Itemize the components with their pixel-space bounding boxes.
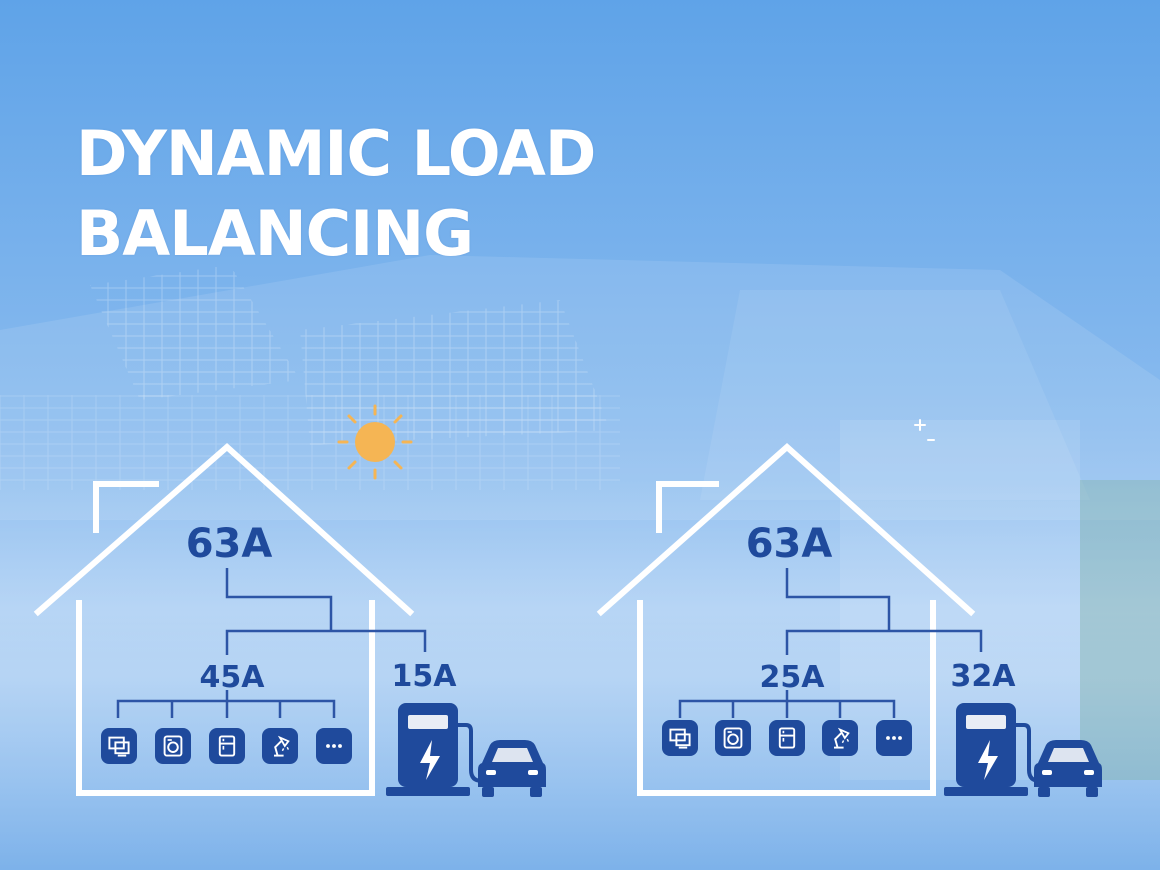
charger-load-label: 32A	[951, 659, 1017, 694]
main-breaker-label: 63A	[186, 521, 273, 567]
moon-icon	[914, 419, 963, 470]
fridge-icon	[209, 728, 245, 764]
ev-charger-icon	[386, 703, 483, 796]
night-panel: 63A 25A 32A	[596, 419, 1102, 797]
car-icon	[1034, 740, 1102, 797]
sun-icon	[337, 404, 413, 480]
day-panel: 63A 45A 15A	[33, 404, 546, 797]
wiring-tree	[116, 568, 427, 718]
household-load-label: 25A	[760, 660, 826, 695]
household-load-label: 45A	[200, 660, 266, 695]
more-icon	[876, 720, 912, 756]
main-breaker-label: 63A	[746, 521, 833, 567]
lamp-icon	[262, 728, 298, 764]
house-outline	[596, 442, 976, 796]
washing-machine-icon	[155, 728, 191, 764]
charger-load-label: 15A	[392, 659, 458, 694]
ev-charger-icon	[944, 703, 1041, 796]
lamp-icon	[822, 720, 858, 756]
wiring-tree	[678, 568, 983, 718]
computer-icon	[101, 728, 137, 764]
fridge-icon	[769, 720, 805, 756]
page-title: DYNAMIC LOAD BALANCING	[76, 114, 596, 274]
appliance-row	[662, 720, 912, 756]
car-icon	[478, 740, 546, 797]
computer-icon	[662, 720, 698, 756]
washing-machine-icon	[715, 720, 751, 756]
more-icon	[316, 728, 352, 764]
appliance-row	[101, 728, 352, 764]
title-line-1: DYNAMIC LOAD	[76, 117, 596, 190]
title-line-2: BALANCING	[76, 197, 474, 270]
house-outline	[33, 442, 415, 796]
